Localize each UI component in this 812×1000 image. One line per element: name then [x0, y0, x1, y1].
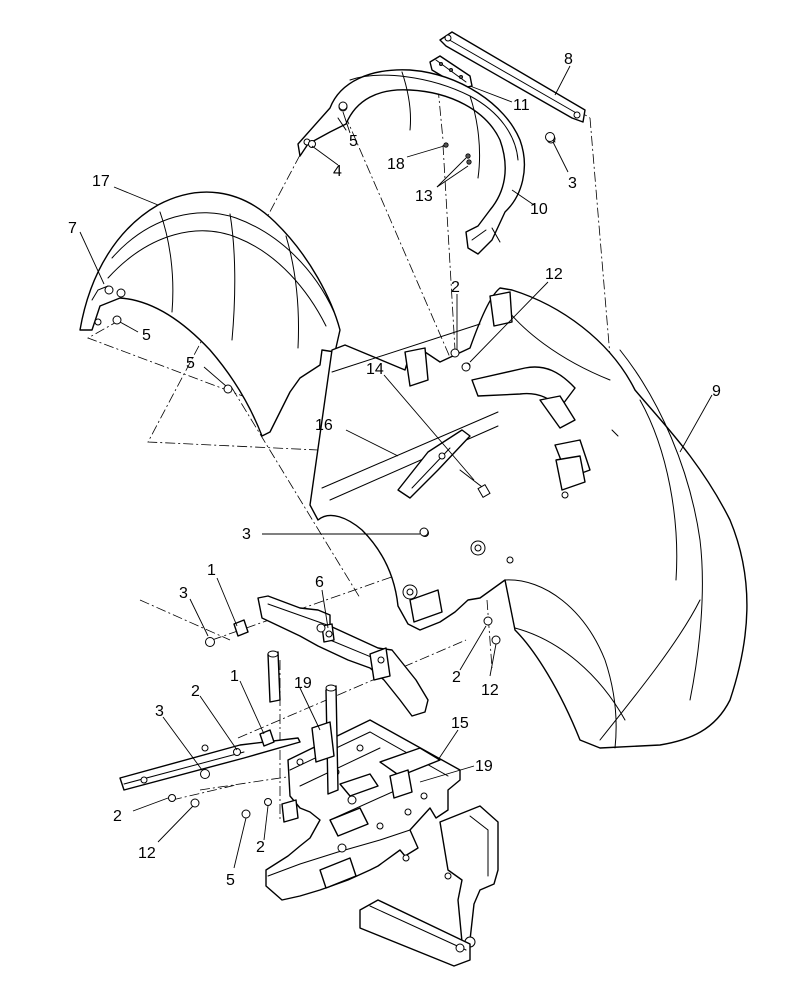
- callout-12: 12: [138, 845, 156, 862]
- callout-1: 1: [230, 668, 239, 685]
- part-14-rod: [459, 469, 491, 499]
- callout-2: 2: [451, 279, 460, 296]
- part-19-pins: [267, 650, 339, 795]
- callout-14: 14: [366, 361, 384, 378]
- callout-1: 1: [207, 562, 216, 579]
- callout-2: 2: [191, 683, 200, 700]
- callout-17: 17: [92, 173, 110, 190]
- callout-11: 11: [513, 97, 530, 114]
- callout-5: 5: [186, 355, 195, 372]
- callout-5: 5: [142, 327, 151, 344]
- callout-labels: 8 11 5 4 18 3 13 10 17 7 5 5 2 12 9 14 1…: [68, 51, 721, 889]
- left-rail-bracket: [119, 737, 301, 791]
- callout-6: 6: [315, 574, 324, 591]
- part-8-bracket-strip: [439, 31, 586, 123]
- lower-plate: [359, 899, 471, 967]
- callout-7: 7: [68, 220, 77, 237]
- callout-3: 3: [242, 526, 251, 543]
- callout-2: 2: [452, 669, 461, 686]
- part-17-fender-extension: [79, 191, 341, 437]
- callout-18: 18: [387, 156, 405, 173]
- part-16-latch-bracket: [397, 429, 471, 499]
- callout-8: 8: [564, 51, 573, 68]
- callout-3: 3: [568, 175, 577, 192]
- callout-15: 15: [451, 715, 469, 732]
- callout-12: 12: [481, 682, 499, 699]
- callout-2: 2: [256, 839, 265, 856]
- callout-3: 3: [155, 703, 164, 720]
- part-1-clips: [233, 619, 275, 747]
- callout-5: 5: [349, 133, 358, 150]
- callout-16: 16: [315, 417, 333, 434]
- callout-10: 10: [530, 201, 548, 218]
- callout-19: 19: [294, 675, 312, 692]
- callout-3: 3: [179, 585, 188, 602]
- callout-2: 2: [113, 808, 122, 825]
- callout-5: 5: [226, 872, 235, 889]
- callout-12: 12: [545, 266, 563, 283]
- callout-19: 19: [475, 758, 493, 775]
- part-6-support-bracket: [257, 595, 429, 717]
- callout-4: 4: [333, 163, 342, 180]
- leader-lines: [79, 65, 713, 869]
- side-plate: [439, 805, 499, 948]
- part-9-main-fender: [309, 287, 748, 749]
- callout-13: 13: [415, 188, 433, 205]
- part-11-clip: [429, 55, 473, 89]
- callout-9: 9: [712, 383, 721, 400]
